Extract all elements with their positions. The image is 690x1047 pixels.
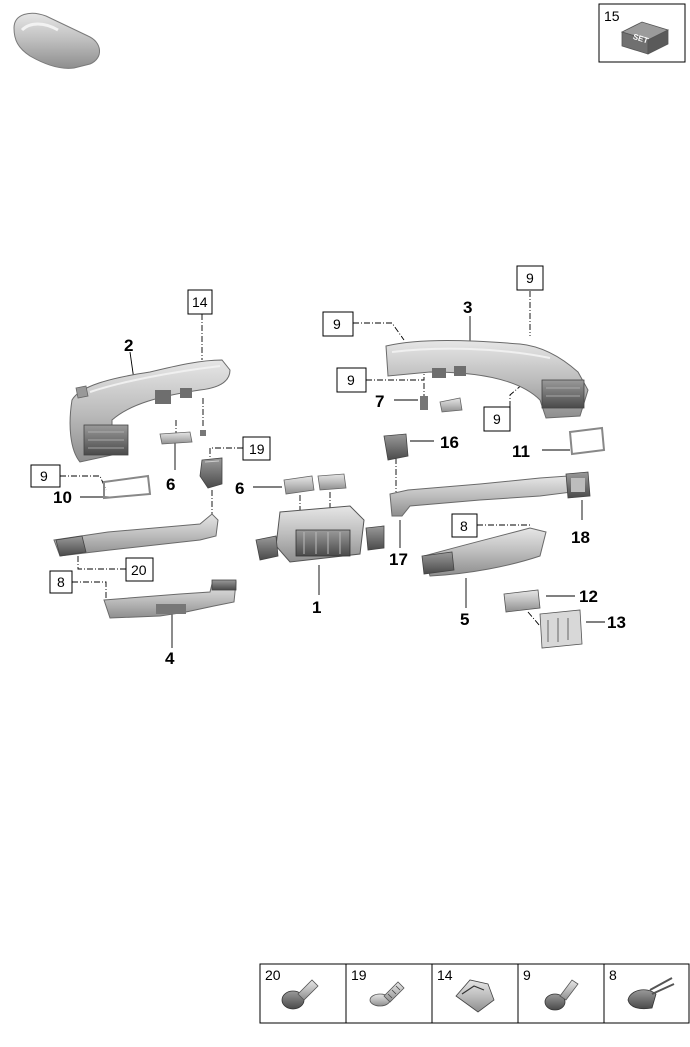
callout-labels: 2 3 7 6 6 10 11 16 17 18 1 4 5 12 13	[53, 298, 626, 668]
callout-6-middle: 6	[235, 479, 244, 498]
part-17-air-channel	[389, 475, 573, 517]
push-rivet-icon	[281, 979, 319, 1010]
box-8-left: 8	[57, 574, 65, 590]
box-20: 20	[131, 562, 147, 578]
callout-3: 3	[463, 298, 472, 317]
callout-17: 17	[389, 550, 408, 569]
part-16-duct-connector	[383, 433, 409, 461]
part-6-clip-middle	[283, 473, 347, 495]
callout-16: 16	[440, 433, 459, 452]
callout-10: 10	[53, 488, 72, 507]
callout-4: 4	[165, 649, 175, 668]
box-9-lower-right: 9	[493, 411, 501, 427]
part-5-air-duct	[421, 527, 547, 577]
set-box: 15 SET	[598, 3, 686, 63]
expanding-nut-icon	[627, 977, 675, 1010]
callout-6-left: 6	[166, 475, 175, 494]
callout-13: 13	[607, 613, 626, 632]
callout-1: 1	[312, 598, 321, 617]
part-3-air-duct	[385, 340, 589, 419]
part-air-channel-left	[53, 513, 219, 557]
part-1-air-distributor	[255, 505, 385, 563]
spring-clip-icon	[455, 979, 495, 1013]
set-box-number: 15	[604, 8, 620, 24]
part-11-seal	[568, 426, 606, 456]
legend-number-9: 9	[523, 967, 531, 983]
boxed-callouts: 14 9 9 9 9 9 19 8 8 20	[30, 265, 544, 594]
fastener-legend: 20 19 14 9 8	[259, 963, 690, 1024]
callout-18: 18	[571, 528, 590, 547]
legend-number-20: 20	[265, 967, 281, 983]
part-4-air-duct	[103, 579, 237, 619]
box-9-left: 9	[40, 468, 48, 484]
part-19-duct-connector	[199, 457, 223, 489]
callout-7: 7	[375, 392, 384, 411]
callout-11: 11	[512, 442, 530, 461]
callout-5: 5	[460, 610, 469, 629]
screw-small-icon	[200, 430, 206, 436]
part-2-air-duct	[69, 359, 231, 463]
part-7-bracket	[420, 396, 463, 413]
box-9-mid: 9	[347, 372, 355, 388]
part-13-grille	[539, 609, 583, 649]
part-10-seal	[103, 474, 152, 500]
part-18-air-outlet	[565, 471, 591, 499]
box-9-top: 9	[526, 270, 534, 286]
set-package-icon: SET	[620, 21, 670, 55]
box-19: 19	[249, 441, 265, 457]
part-12-module	[503, 589, 541, 613]
part-6-clip-left	[159, 431, 193, 445]
callout-12: 12	[579, 587, 598, 606]
legend-number-19: 19	[351, 967, 367, 983]
vehicle-silhouette-icon	[13, 12, 100, 69]
box-14: 14	[192, 294, 208, 310]
callout-2: 2	[124, 336, 133, 355]
box-8-right: 8	[460, 518, 468, 534]
legend-number-14: 14	[437, 967, 453, 983]
expanding-rivet-icon	[544, 979, 579, 1011]
legend-number-8: 8	[609, 967, 617, 983]
box-9-upper: 9	[333, 316, 341, 332]
screw-icon	[369, 981, 405, 1007]
